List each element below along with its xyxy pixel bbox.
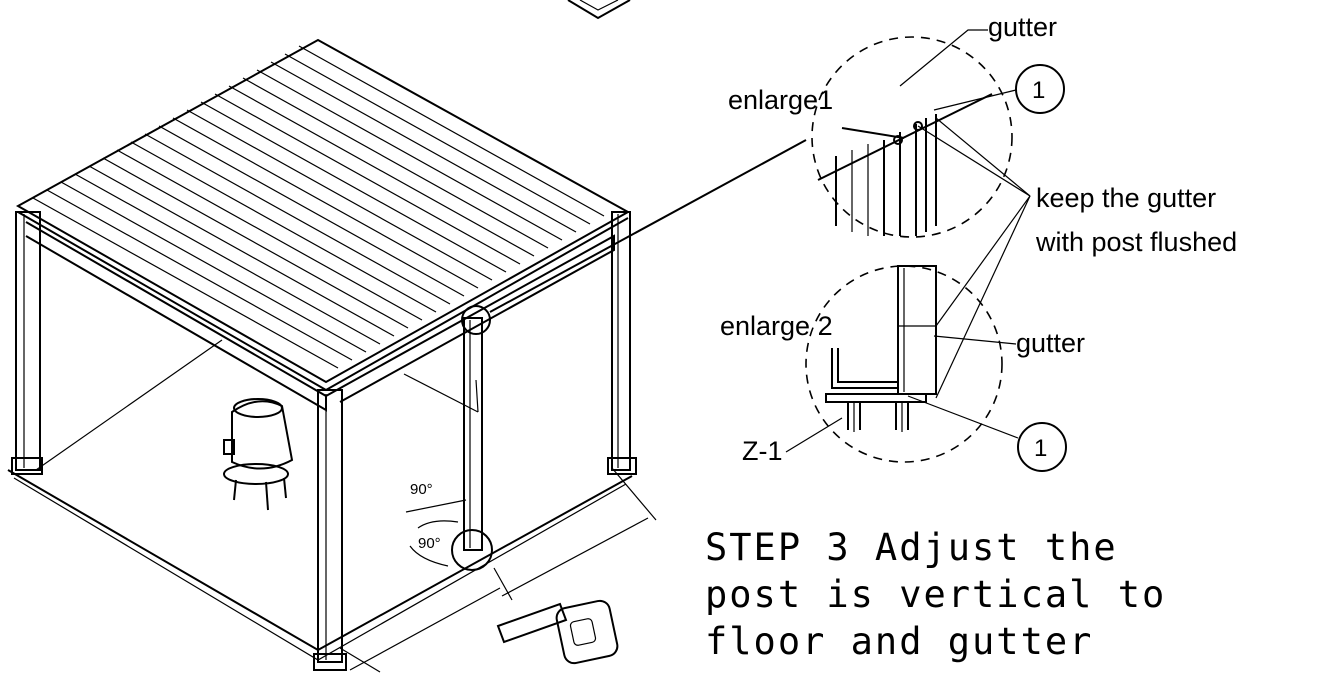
enlarge2-label: enlarge 2 bbox=[720, 311, 833, 341]
enlarge1-detail bbox=[811, 29, 1013, 238]
angle-label-top: 90° bbox=[410, 481, 433, 498]
callout-1-top-label: 1 bbox=[1032, 77, 1045, 104]
detail-circle-1 bbox=[461, 305, 491, 335]
gutter-label-top: gutter bbox=[988, 12, 1057, 42]
top-part-fragment bbox=[567, 0, 631, 20]
enlarge2-circle bbox=[805, 265, 1003, 463]
front-right-beam bbox=[325, 234, 615, 403]
laser-level-icon bbox=[223, 398, 294, 511]
floor-outline bbox=[7, 469, 633, 652]
callout-1-top bbox=[1015, 64, 1065, 114]
enlarge1-circle bbox=[811, 36, 1013, 238]
angle-marks: 90° 90° bbox=[405, 481, 467, 567]
front-left-beam bbox=[25, 221, 327, 412]
step-line-1: STEP 3 Adjust the bbox=[705, 526, 1118, 569]
roof-slats bbox=[32, 45, 605, 369]
detail-circle-2 bbox=[451, 529, 493, 571]
step-line-3: floor and gutter bbox=[705, 620, 1093, 663]
post-right bbox=[607, 211, 637, 475]
callout-1-bottom bbox=[1017, 422, 1067, 472]
tape-measure-icon bbox=[496, 599, 619, 665]
pergola bbox=[7, 38, 807, 671]
callout-1-bottom-label: 1 bbox=[1034, 435, 1047, 462]
enlarge1-label: enlarge1 bbox=[728, 85, 833, 115]
post-left bbox=[11, 211, 43, 475]
z1-label: Z-1 bbox=[742, 436, 783, 466]
enlarge1-leader bbox=[489, 139, 807, 313]
gutter-label-mid: gutter bbox=[1016, 328, 1085, 358]
step-line-2: post is vertical to bbox=[705, 573, 1166, 616]
dimension-lines bbox=[339, 467, 657, 673]
keep-gutter-line1: keep the gutter bbox=[1036, 183, 1216, 213]
post-back-center bbox=[463, 317, 483, 551]
keep-gutter-line2: with post flushed bbox=[1035, 227, 1237, 257]
post-front bbox=[313, 389, 347, 671]
enlarge2-detail bbox=[805, 265, 1003, 463]
angle-label-bottom: 90° bbox=[418, 535, 441, 552]
